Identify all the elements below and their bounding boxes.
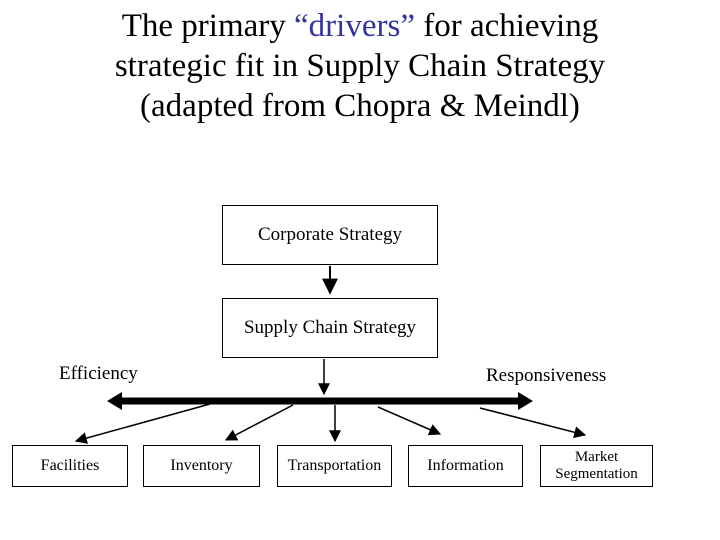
driver-box-facilities: Facilities (12, 445, 128, 487)
title-line-1: The primary “drivers” for achieving (0, 6, 720, 46)
tradeoff-double-arrow (107, 392, 533, 410)
title-line-3: (adapted from Chopra & Meindl) (140, 88, 580, 124)
connector-market-segmentation-arrow (479, 407, 587, 439)
connector-facilities-arrow (74, 403, 211, 444)
driver-label: Inventory (170, 457, 233, 475)
driver-label: Transportation (287, 457, 382, 475)
title-highlight: “drivers” (294, 8, 415, 44)
driver-box-transportation: Transportation (277, 445, 392, 487)
connector-information-arrow (377, 406, 442, 436)
responsiveness-label: Responsiveness (486, 365, 607, 386)
corporate-strategy-box: Corporate Strategy (222, 205, 438, 265)
supply-chain-strategy-box: Supply Chain Strategy (222, 298, 438, 358)
title-line1-post: for achieving (414, 8, 599, 44)
corporate-strategy-label: Corporate Strategy (257, 224, 403, 245)
title-line-2: strategic fit in Supply Chain Strategy (114, 48, 606, 84)
driver-label: Information (427, 457, 504, 475)
driver-label: Facilities (40, 457, 100, 475)
title-line1-pre: The primary (121, 8, 295, 44)
supply-chain-strategy-label: Supply Chain Strategy (243, 317, 417, 338)
driver-box-information: Information (408, 445, 523, 487)
slide-title: The primary “drivers” for achieving stra… (0, 6, 720, 126)
efficiency-label: Efficiency (59, 363, 138, 384)
connector-inventory-arrow (224, 404, 294, 441)
driver-label: Market Segmentation (555, 449, 638, 482)
driver-box-inventory: Inventory (143, 445, 260, 487)
driver-box-market-segmentation: Market Segmentation (540, 445, 653, 487)
